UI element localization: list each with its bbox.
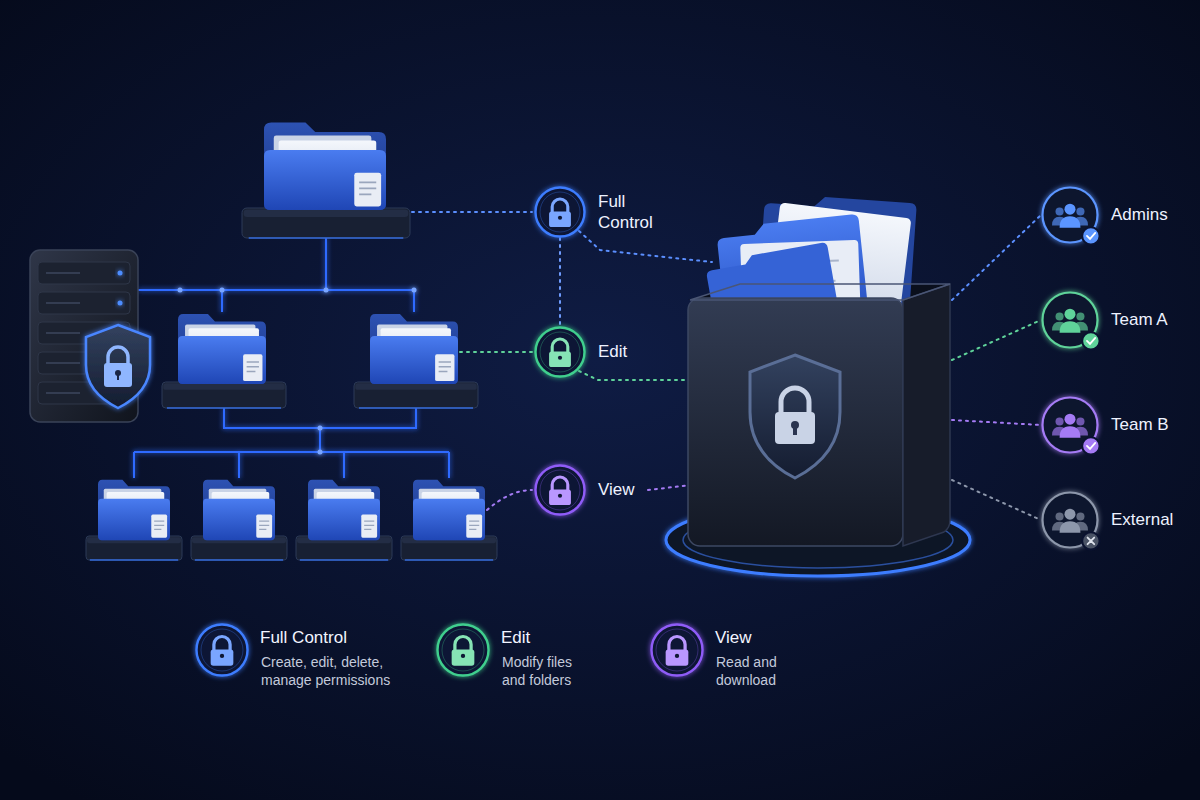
group-label: Team A	[1111, 309, 1168, 330]
group-label: External	[1111, 509, 1173, 530]
legend-swatch	[195, 623, 249, 677]
folder-icons	[98, 122, 485, 540]
check-badge	[1082, 332, 1099, 349]
permission-description: Create, edit, delete, manage permissions	[261, 653, 401, 689]
lock-symbol	[536, 188, 585, 237]
secure-container	[666, 193, 970, 576]
legend-swatch	[436, 623, 490, 677]
user-group-symbol	[1043, 398, 1100, 455]
lock-symbol	[197, 625, 248, 676]
user-group-symbol	[1043, 188, 1100, 245]
permission-node: Full Control	[534, 186, 670, 238]
lock-icon	[534, 326, 586, 378]
lock-symbol	[438, 625, 489, 676]
lock-symbol	[536, 466, 585, 515]
permission-label: Full Control	[598, 191, 670, 234]
permission-description: Read and download	[716, 653, 798, 689]
permission-link	[559, 238, 561, 326]
group-icon	[1041, 291, 1099, 349]
legend-label: View	[715, 627, 752, 648]
user-group-symbol	[1043, 293, 1100, 350]
lock-symbol	[536, 328, 585, 377]
legend-label: Full Control	[260, 627, 347, 648]
lock-icon	[534, 464, 586, 516]
group-icon	[1041, 491, 1099, 549]
permission-node: Edit	[534, 326, 627, 378]
legend-swatch	[650, 623, 704, 677]
user-group-node: Team A	[1041, 291, 1168, 349]
group-label: Team B	[1111, 414, 1169, 435]
permission-node: View	[534, 464, 635, 516]
group-label: Admins	[1111, 204, 1168, 225]
shield-lock-symbol	[86, 325, 150, 408]
user-group-node: External	[1041, 491, 1173, 549]
permission-description: Modify files and folders	[502, 653, 594, 689]
lock-symbol	[652, 625, 703, 676]
folder-platforms	[86, 208, 497, 560]
group-icon	[1041, 186, 1099, 244]
user-group-node: Team B	[1041, 396, 1169, 454]
lock-icon	[534, 186, 586, 238]
user-group-symbol	[1043, 493, 1100, 550]
group-icon	[1041, 396, 1099, 454]
deny-badge	[1082, 532, 1099, 549]
user-group-node: Admins	[1041, 186, 1168, 244]
permission-label: Edit	[598, 341, 627, 362]
check-badge	[1082, 227, 1099, 244]
permission-label: View	[598, 479, 635, 500]
legend-label: Edit	[501, 627, 530, 648]
check-badge	[1082, 437, 1099, 454]
